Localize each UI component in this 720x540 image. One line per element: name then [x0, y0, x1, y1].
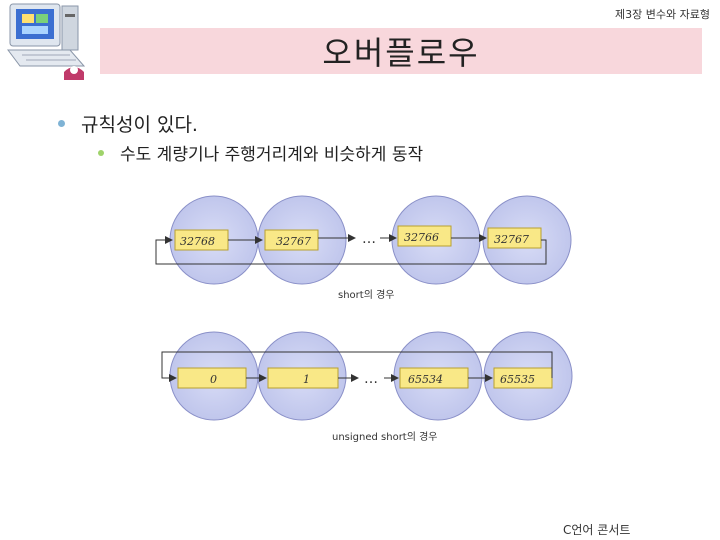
chapter-label: 제3장 변수와 자료형 — [615, 8, 710, 21]
computer-clipart-icon — [0, 0, 92, 84]
bullet-dot-icon — [58, 120, 65, 127]
wrap-around-arrow — [155, 236, 547, 265]
slide-title-text: 오버플로우 — [322, 34, 480, 72]
bullet-level1-text: 규칙성이 있다. — [81, 114, 198, 136]
wrap-around-arrow — [161, 351, 553, 382]
value-label: 1 — [303, 373, 310, 386]
value-label: 65534 — [408, 373, 443, 386]
slide-title: 오버플로우 — [100, 28, 702, 74]
bullet-level2: 수도 계량기나 주행거리계와 비슷하게 동작 — [98, 140, 423, 165]
value-label: 65535 — [500, 373, 535, 386]
unsigned-short-diagram: 0 1 65534 65535 … unsigned short의 경우 — [161, 331, 573, 443]
value-label: 32767 — [276, 235, 311, 248]
bullet-level2-text: 수도 계량기나 주행거리계와 비슷하게 동작 — [120, 145, 424, 165]
value-box — [397, 225, 452, 247]
value-label: 32767 — [494, 233, 529, 246]
bullet-level1: 규칙성이 있다. — [58, 110, 198, 137]
bullet-dot-icon — [98, 149, 104, 156]
value-label: 32768 — [180, 235, 215, 248]
diagram-caption: short의 경우 — [338, 288, 394, 301]
short-diagram: 32768 32767 32766 32767 … short의 경우 — [155, 195, 572, 301]
ellipsis: … — [364, 371, 378, 387]
diagram-caption: unsigned short의 경우 — [332, 430, 438, 443]
value-box — [264, 229, 319, 251]
footer-label: C언어 콘서트 — [563, 523, 631, 537]
ellipsis: … — [362, 231, 376, 247]
value-label: 0 — [210, 373, 217, 386]
value-label: 32766 — [404, 231, 439, 244]
value-box — [487, 227, 542, 249]
